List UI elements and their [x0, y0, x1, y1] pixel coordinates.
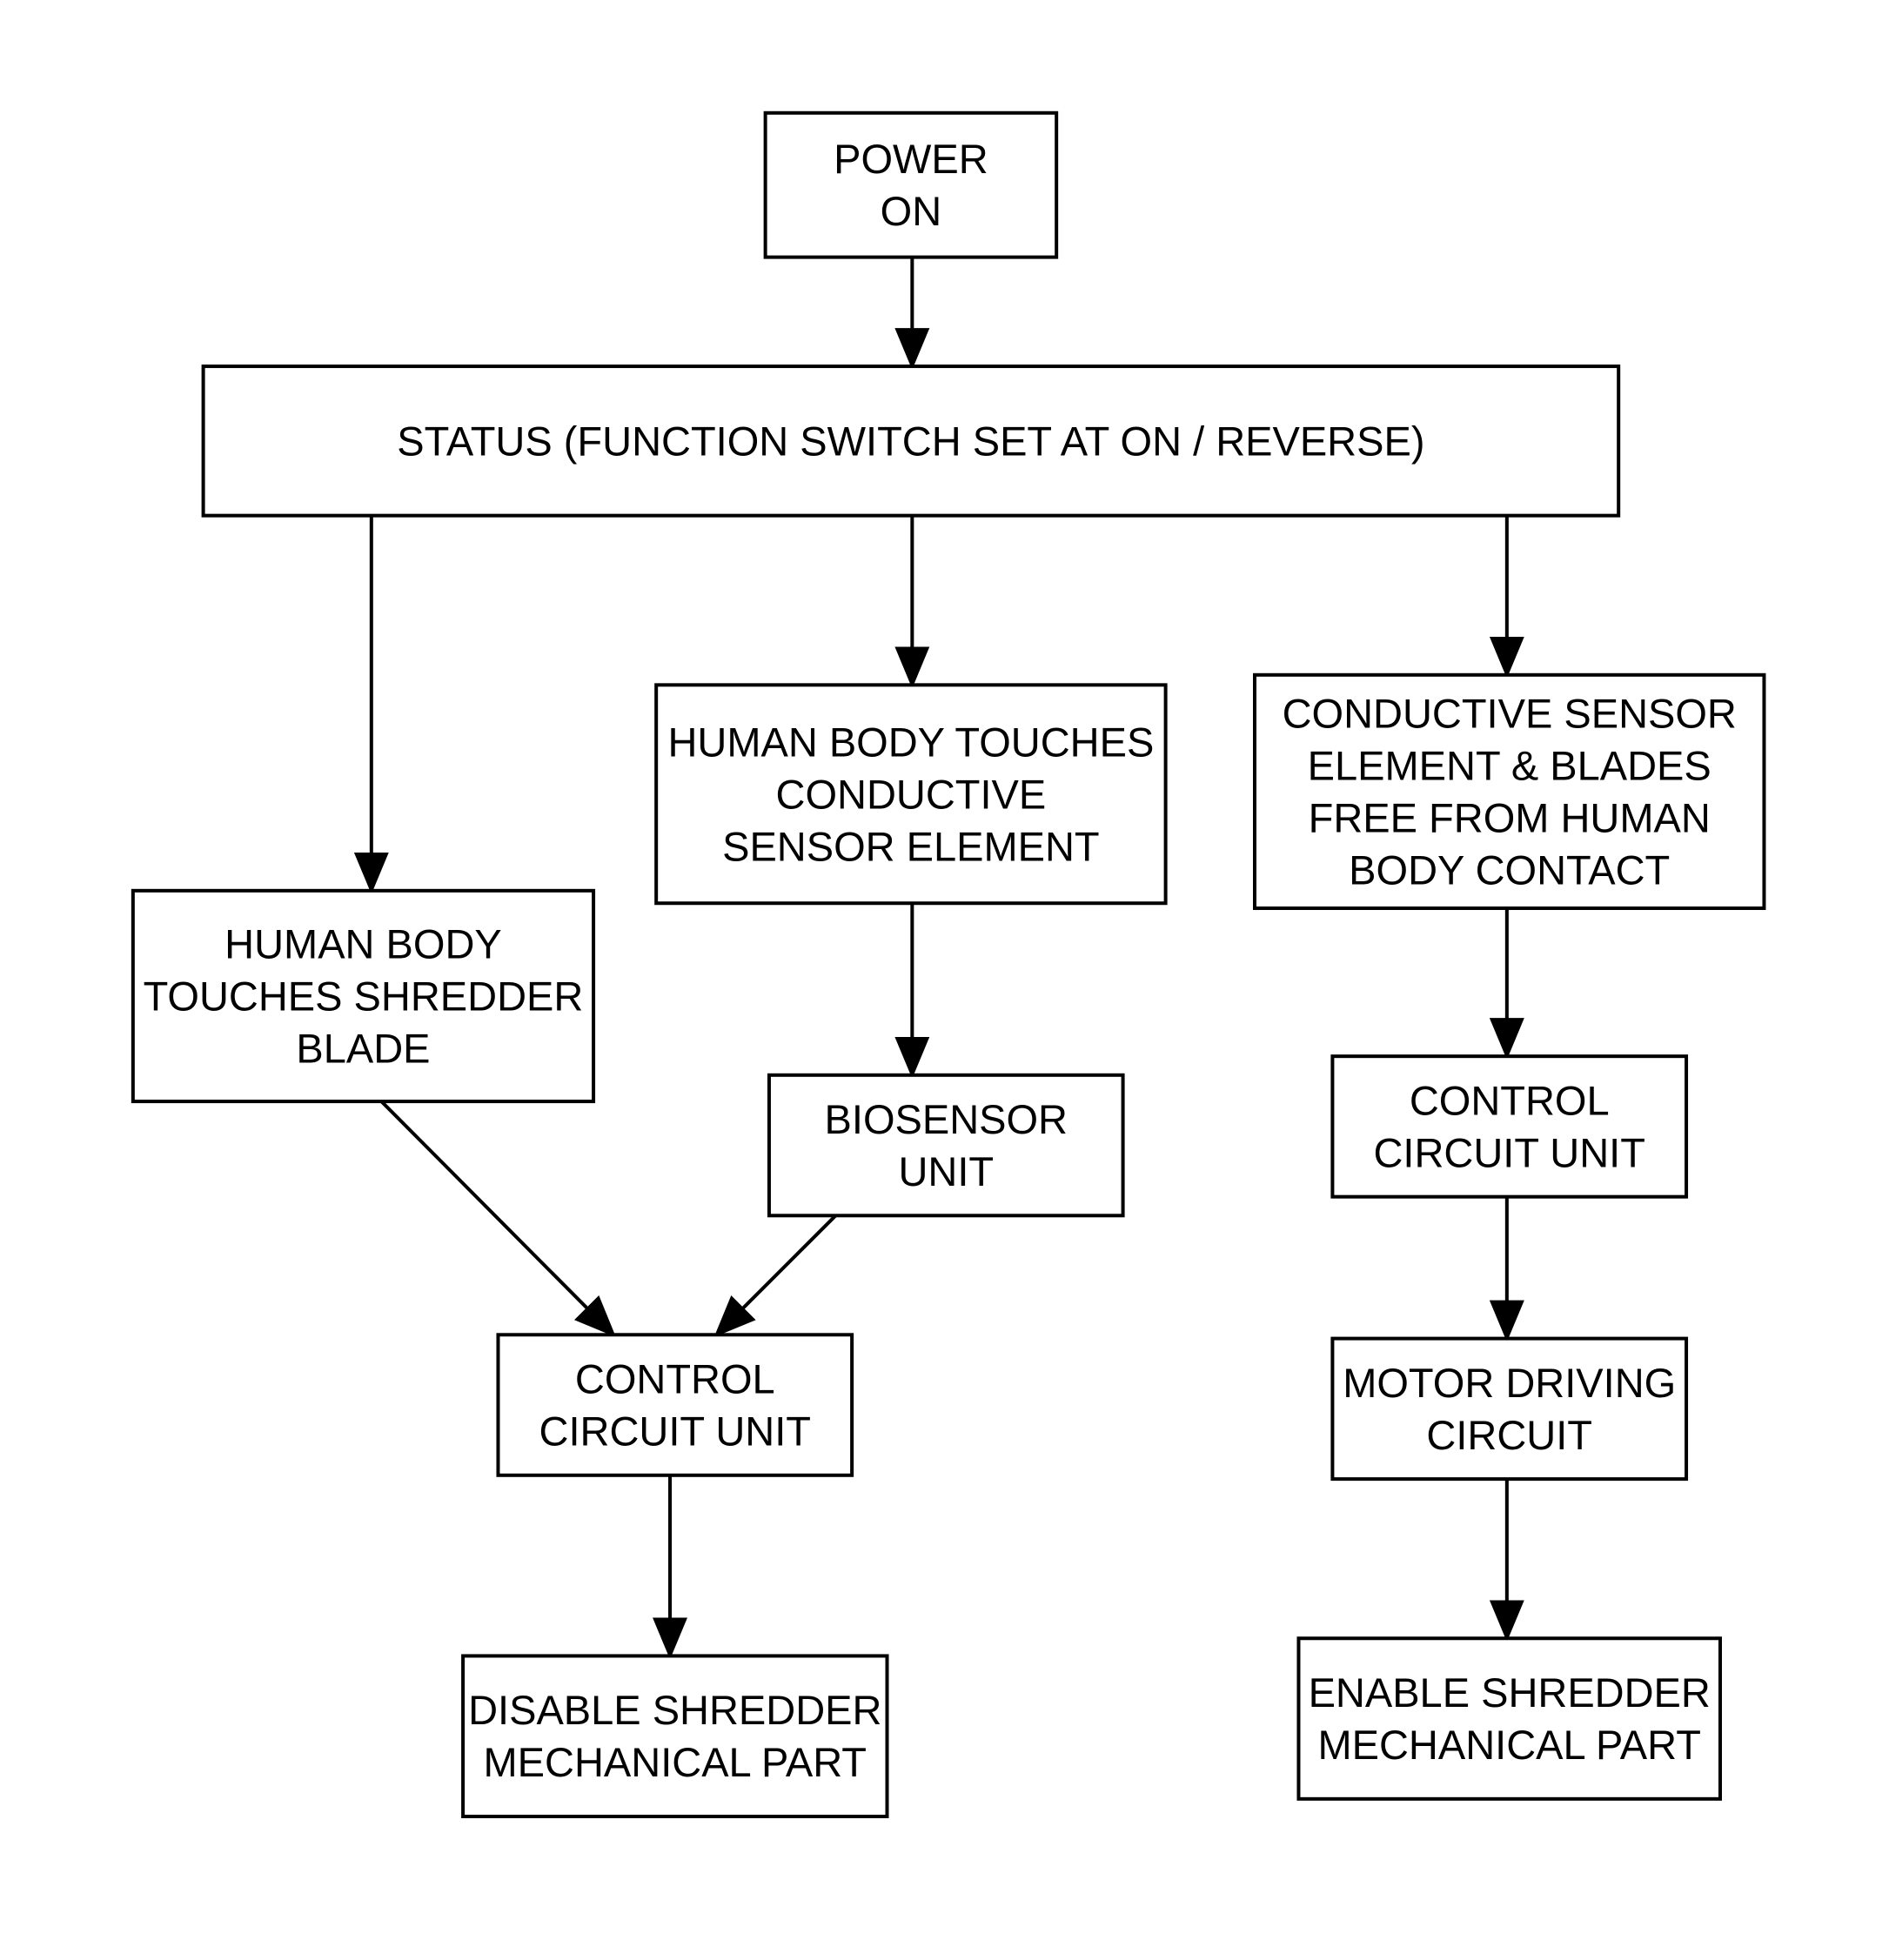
node-label-line: POWER — [834, 136, 988, 182]
node-label-line: STATUS (FUNCTION SWITCH SET AT ON / REVE… — [397, 418, 1424, 464]
node-disable: DISABLE SHREDDER MECHANICAL PART — [463, 1656, 887, 1816]
node-label-line: MECHANICAL PART — [484, 1739, 867, 1785]
node-touch-blade: HUMAN BODY TOUCHES SHREDDER BLADE — [133, 891, 593, 1101]
node-label-line: CIRCUIT — [1426, 1412, 1592, 1458]
node-label-line: UNIT — [898, 1148, 994, 1194]
node-box — [766, 113, 1057, 258]
node-control-left: CONTROL CIRCUIT UNIT — [498, 1335, 852, 1475]
node-control-right: CONTROL CIRCUIT UNIT — [1332, 1056, 1686, 1197]
node-label-line: TOUCHES SHREDDER — [144, 973, 584, 1019]
node-free-contact: CONDUCTIVE SENSOR ELEMENT & BLADES FREE FR… — [1255, 675, 1764, 908]
node-label-line: CIRCUIT UNIT — [1373, 1129, 1645, 1175]
node-label-line: MOTOR DRIVING — [1343, 1360, 1676, 1406]
arrow-touch-blade-to-control-left — [381, 1101, 613, 1335]
node-power-on: POWER ON — [766, 113, 1057, 258]
node-box — [463, 1656, 887, 1816]
node-enable: ENABLE SHREDDER MECHANICAL PART — [1298, 1638, 1720, 1799]
node-label-line: CONTROL — [1410, 1077, 1610, 1123]
node-label-line: HUMAN BODY — [224, 920, 502, 967]
nodes: POWER ON STATUS (FUNCTION SWITCH SET AT ON… — [133, 113, 1765, 1816]
node-motor-driving: MOTOR DRIVING CIRCUIT — [1332, 1339, 1686, 1480]
node-label-line: FREE FROM HUMAN — [1309, 794, 1711, 840]
node-label-line: ENABLE SHREDDER — [1309, 1669, 1711, 1716]
node-label-line: ON — [881, 188, 942, 234]
node-label-line: HUMAN BODY TOUCHES — [667, 719, 1154, 765]
node-label-line: BIOSENSOR — [825, 1096, 1068, 1142]
node-label-line: BLADE — [296, 1025, 430, 1071]
node-label-line: ELEMENT & BLADES — [1308, 742, 1711, 788]
node-label-line: BODY CONTACT — [1349, 846, 1670, 893]
node-label-line: CONDUCTIVE SENSOR — [1283, 690, 1737, 736]
node-box — [1298, 1638, 1720, 1799]
node-label-line: CONTROL — [575, 1356, 775, 1402]
node-touch-sensor: HUMAN BODY TOUCHES CONDUCTIVE SENSOR ELEME… — [656, 685, 1165, 903]
node-label-line: MECHANICAL PART — [1317, 1722, 1701, 1768]
node-label-line: DISABLE SHREDDER — [468, 1687, 881, 1733]
node-status: STATUS (FUNCTION SWITCH SET AT ON / REVE… — [204, 366, 1619, 516]
arrow-biosensor-to-control-left — [716, 1215, 835, 1335]
node-biosensor: BIOSENSOR UNIT — [769, 1075, 1123, 1216]
node-label-line: SENSOR ELEMENT — [722, 823, 1100, 869]
node-label-line: CIRCUIT UNIT — [539, 1408, 811, 1455]
node-label-line: CONDUCTIVE — [776, 771, 1047, 817]
